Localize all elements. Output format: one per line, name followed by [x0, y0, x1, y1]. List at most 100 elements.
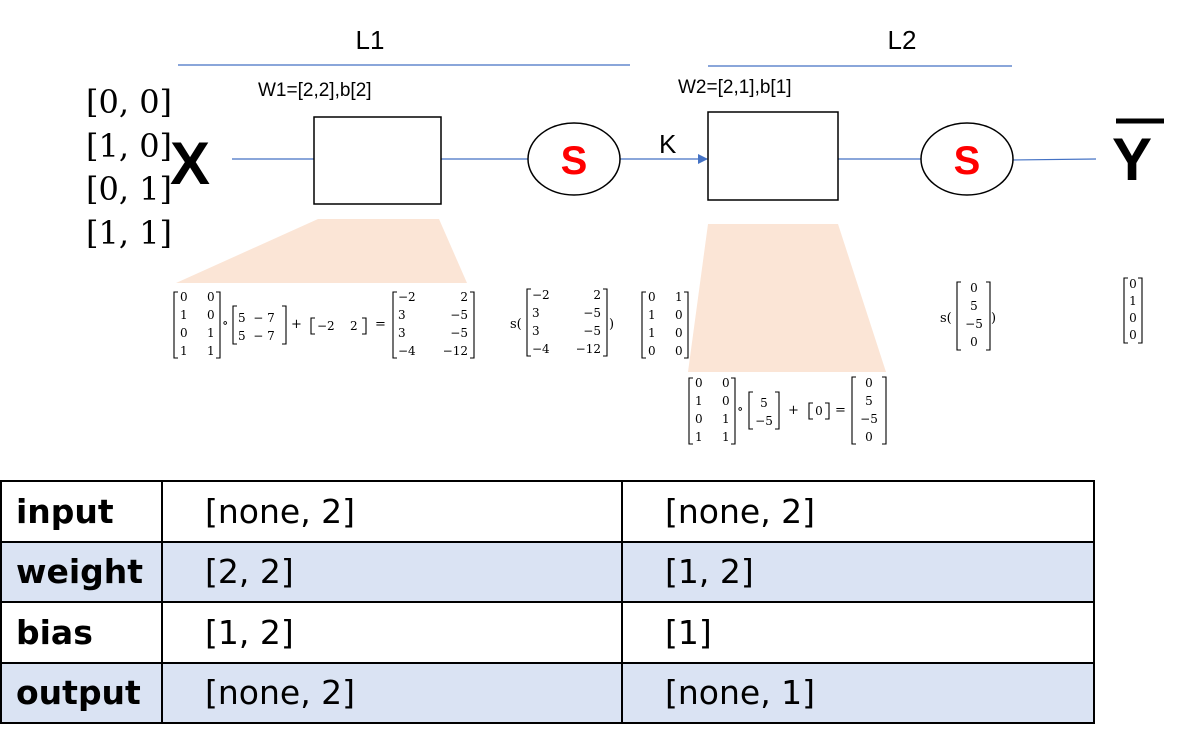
svg-text:2: 2: [593, 288, 601, 302]
input-vector-2: [1, 0]: [86, 127, 172, 165]
layer1-plus-operator: +: [291, 317, 302, 332]
sigmoid-node-2: [920, 122, 1014, 196]
row-header-output: output: [0, 661, 163, 724]
svg-text:3: 3: [398, 326, 406, 340]
svg-text:1: 1: [180, 344, 188, 358]
svg-text:0: 0: [207, 290, 215, 304]
svg-text:3: 3: [532, 324, 540, 338]
input-symbol-x: X: [170, 130, 210, 197]
svg-text:0: 0: [695, 412, 703, 426]
network-diagram: L1 L2 W1=[2,2],b[2] W2=[2,1],b[1] [0, 0]…: [86, 25, 1164, 445]
svg-text:0: 0: [1129, 277, 1137, 291]
svg-text:0: 0: [648, 290, 656, 304]
svg-text:5 − 7: 5 − 7: [238, 329, 275, 343]
svg-text:5 − 7: 5 − 7: [238, 311, 275, 325]
svg-text:0: 0: [180, 290, 188, 304]
layer1-weight-matrix: 5 − 7 5 − 7: [232, 305, 287, 345]
table-row: output [none, 2] [none, 1]: [0, 661, 1095, 724]
layer2-sigmoid-open: s(: [940, 311, 952, 326]
svg-text:−2 2: −2 2: [317, 319, 358, 333]
layer1-box: [313, 116, 442, 205]
svg-text:−4: −4: [398, 344, 416, 358]
table-row: weight [2, 2] [1, 2]: [0, 540, 1095, 603]
svg-text:−5: −5: [583, 306, 601, 320]
layer1-weight-label: W1=[2,2],b[2]: [258, 80, 372, 101]
layer1-input-matrix: 0 1 0 1 0 0 1 1: [173, 290, 221, 359]
table-row: bias [1, 2] [1]: [0, 601, 1095, 664]
svg-text:0: 0: [675, 326, 683, 340]
svg-text:1: 1: [695, 430, 703, 444]
table-row: input [none, 2] [none, 2]: [0, 480, 1095, 543]
svg-text:5: 5: [865, 394, 873, 408]
svg-text:1: 1: [722, 430, 730, 444]
svg-text:0: 0: [722, 394, 730, 408]
svg-text:0: 0: [180, 326, 188, 340]
layer1-result-matrix: −2 3 3 −4 2 −5 −5 −12: [392, 290, 475, 359]
svg-text:1: 1: [722, 412, 730, 426]
cell-output-l2: [none, 1]: [621, 661, 1095, 724]
svg-text:3: 3: [532, 306, 540, 320]
svg-text:−5: −5: [583, 324, 601, 338]
layer2-input-matrix: 0 1 0 1 0 0 1 1: [688, 376, 736, 445]
svg-text:1: 1: [648, 308, 656, 322]
cell-input-l1: [none, 2]: [161, 480, 623, 543]
svg-text:−5: −5: [450, 308, 468, 322]
input-vector-1: [0, 0]: [86, 83, 172, 121]
svg-text:−12: −12: [443, 344, 468, 358]
layer2-plus-operator: +: [788, 403, 799, 418]
svg-text:0: 0: [722, 376, 730, 390]
layer1-circ-operator: ∘: [222, 316, 228, 331]
svg-text:0: 0: [865, 430, 873, 444]
layer1-sigmoid-close: ): [609, 317, 614, 332]
svg-text:5: 5: [970, 299, 978, 313]
svg-text:3: 3: [398, 308, 406, 322]
svg-text:0: 0: [1129, 311, 1137, 325]
svg-text:1: 1: [207, 344, 215, 358]
cell-weight-l2: [1, 2]: [621, 540, 1095, 603]
svg-text:2: 2: [460, 290, 468, 304]
output-vector: 0 1 0 0: [1123, 277, 1143, 344]
cell-bias-l2: [1]: [621, 601, 1095, 664]
svg-text:−12: −12: [576, 342, 601, 356]
svg-text:0: 0: [695, 376, 703, 390]
svg-text:0: 0: [1129, 328, 1137, 342]
layer2-projection: [688, 224, 886, 372]
svg-text:1: 1: [180, 308, 188, 322]
layer2-circ-operator: ∘: [737, 402, 743, 417]
svg-text:1: 1: [207, 326, 215, 340]
row-header-weight: weight: [0, 540, 163, 603]
row-header-input: input: [0, 480, 163, 543]
layer1-bias-vector: −2 2: [310, 317, 367, 335]
layer-spec-table: input [none, 2] [none, 2] weight [2, 2] …: [0, 480, 1095, 724]
svg-text:5: 5: [760, 396, 768, 410]
layer1-sigmoid-matrix: −2 3 3 −4 2 −5 −5 −12: [526, 288, 608, 357]
connector-sigmoid-to-y: [1011, 158, 1097, 161]
svg-text:1: 1: [648, 326, 656, 340]
svg-text:0: 0: [675, 344, 683, 358]
layer1-label: L1: [356, 25, 385, 55]
svg-text:−5: −5: [965, 317, 983, 331]
layer2-sigmoid-vector: 0 5 −5 0: [956, 281, 991, 351]
layer2-result-vector: 0 5 −5 0: [851, 376, 887, 445]
sigmoid-node-1: [527, 122, 621, 196]
sigmoid-symbol-1: S: [561, 139, 588, 183]
layer2-box: [707, 111, 839, 201]
svg-text:0: 0: [648, 344, 656, 358]
svg-text:−2: −2: [398, 290, 416, 304]
cell-output-l1: [none, 2]: [161, 661, 623, 724]
layer2-weight-label: W2=[2,1],b[1]: [678, 77, 792, 98]
layer1-equals-operator: =: [375, 317, 386, 332]
svg-text:0: 0: [970, 281, 978, 295]
input-vector-4: [1, 1]: [86, 214, 172, 252]
svg-text:0: 0: [207, 308, 215, 322]
cell-input-l2: [none, 2]: [621, 480, 1095, 543]
layer1-sigmoid-open: s(: [510, 317, 522, 332]
svg-text:0: 0: [815, 404, 823, 418]
svg-text:−5: −5: [860, 412, 878, 426]
hidden-output-k: K: [659, 129, 677, 159]
svg-text:−5: −5: [755, 414, 773, 428]
row-header-bias: bias: [0, 601, 163, 664]
svg-text:−5: −5: [450, 326, 468, 340]
sigmoid-symbol-2: S: [954, 139, 981, 183]
layer2-bias-vector: 0: [808, 402, 830, 420]
